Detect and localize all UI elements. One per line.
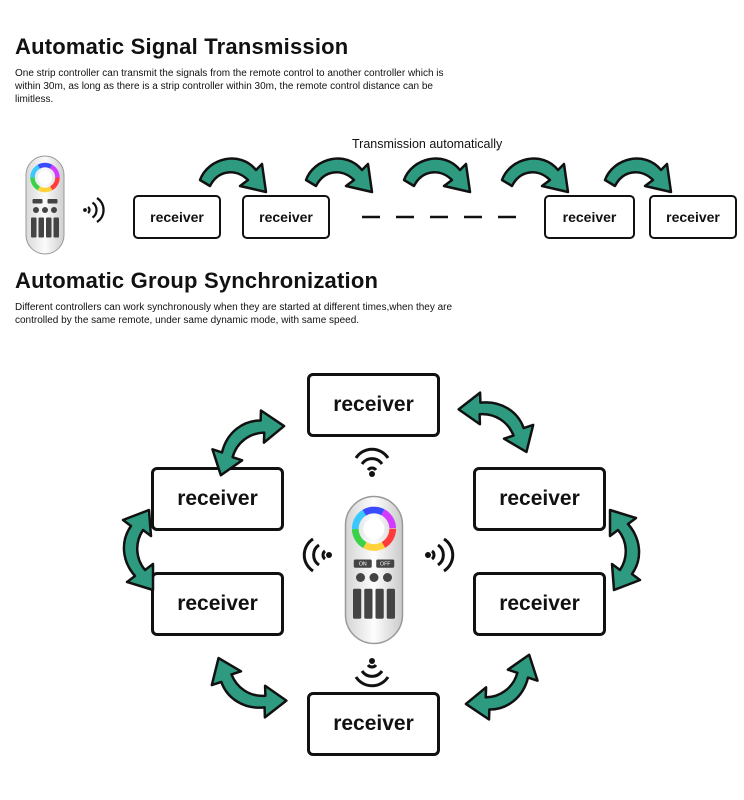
curved-arrow-icon <box>198 157 268 194</box>
curved-arrow-icon <box>121 508 155 592</box>
transmission-label: Transmission automatically <box>352 137 503 151</box>
receiver-box-upper-left: receiver <box>151 467 284 531</box>
wireless-signal-icon <box>425 537 455 573</box>
wireless-signal-icon <box>83 196 105 224</box>
receiver-box-4: receiver <box>649 195 737 239</box>
curved-arrow-icon <box>603 157 673 194</box>
receiver-box-lower-right: receiver <box>473 572 606 636</box>
wireless-signal-icon <box>302 537 332 573</box>
receiver-box-3: receiver <box>544 195 635 239</box>
remote-off-label: OFF <box>380 562 391 568</box>
curved-arrow-icon <box>304 157 374 194</box>
receiver-box-top: receiver <box>307 373 440 437</box>
wireless-signal-icon <box>354 658 390 688</box>
remote-on-label: ON <box>359 562 367 568</box>
remote-control-icon <box>25 155 65 255</box>
curved-arrow-icon <box>457 383 543 457</box>
curved-arrow-icon <box>462 653 548 727</box>
curved-arrow-icon <box>202 653 288 727</box>
curved-arrow-icon <box>202 403 288 477</box>
wireless-signal-icon <box>354 447 390 477</box>
curved-arrow-icon <box>608 508 642 592</box>
remote-control-icon: ON OFF <box>344 495 404 645</box>
receiver-box-upper-right: receiver <box>473 467 606 531</box>
section2-description: Different controllers can work synchrono… <box>15 302 453 326</box>
section1-description: One strip controller can transmit the si… <box>15 68 444 105</box>
receiver-box-1: receiver <box>133 195 221 239</box>
section1-title: Automatic Signal Transmission <box>15 34 349 59</box>
receiver-box-bottom: receiver <box>307 692 440 756</box>
curved-arrow-icon <box>402 157 472 194</box>
section2-title: Automatic Group Synchronization <box>15 268 379 293</box>
curved-arrow-icon <box>500 157 570 194</box>
receiver-box-lower-left: receiver <box>151 572 284 636</box>
receiver-box-2: receiver <box>242 195 330 239</box>
